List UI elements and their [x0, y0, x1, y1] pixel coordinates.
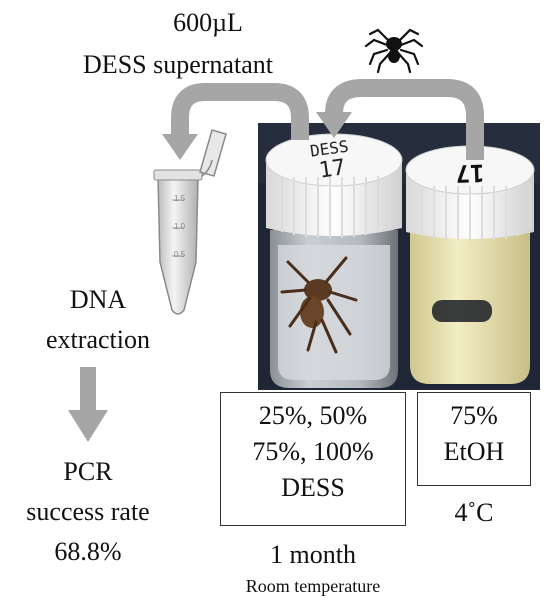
dess-vial [265, 133, 403, 388]
etoh-vial-label: 17 [455, 158, 485, 188]
dess-concentrations-1: 25%, 50% [258, 401, 368, 430]
volume-label: 600µL [173, 8, 243, 37]
etoh-vial [405, 145, 535, 384]
success-rate-label: success rate [26, 497, 150, 526]
tube-mark-1-5: 1.5 [174, 194, 186, 203]
down-arrow [68, 367, 108, 442]
spider-icon [364, 28, 424, 74]
extraction-label: extraction [46, 325, 150, 354]
microcentrifuge-tube [153, 129, 227, 315]
etoh-name: EtOH [443, 437, 505, 466]
dess-concentrations-2: 75%, 100% [252, 437, 374, 466]
dna-label: DNA [69, 285, 127, 314]
arrow-to-tube [171, 83, 309, 140]
pcr-label: PCR [63, 457, 113, 486]
etoh-concentration: 75% [450, 401, 498, 430]
arrow-to-dess-vial [325, 79, 484, 160]
dess-temperature: Room temperature [245, 576, 381, 596]
dess-duration: 1 month [270, 540, 356, 569]
tube-mark-0-5: 0.5 [174, 250, 186, 259]
spider-specimen [280, 256, 358, 354]
arrowhead-dess-vial [316, 112, 352, 138]
success-rate-value: 68.8% [54, 537, 122, 566]
supernatant-label: DESS supernatant [83, 50, 273, 79]
tube-mark-1-0: 1.0 [174, 222, 186, 231]
etoh-conditions-box: 75% EtOH [417, 392, 531, 486]
etoh-temperature: 4˚C [454, 498, 494, 527]
vials-photo [258, 123, 540, 390]
transfer-arrows [171, 79, 484, 160]
dess-conditions-box: 25%, 50% 75%, 100% DESS [220, 392, 406, 526]
dess-name: DESS [281, 473, 345, 502]
arrowhead-tube [162, 134, 198, 160]
